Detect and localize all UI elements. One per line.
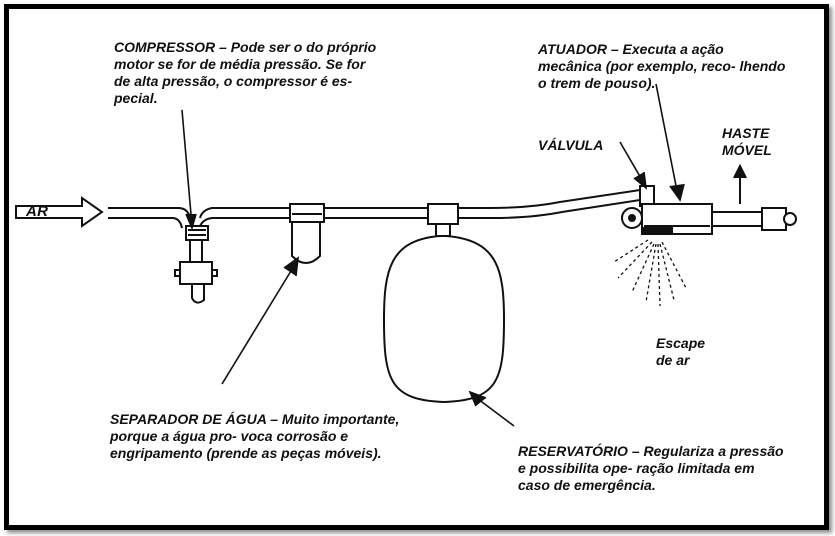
compressor-shape xyxy=(174,225,218,304)
separador-title: SEPARADOR DE ÁGUA xyxy=(110,411,267,427)
reservatorio-title: RESERVATÓRIO xyxy=(518,443,628,459)
label-reservatorio: RESERVATÓRIO – Regulariza a pressão e po… xyxy=(518,426,788,494)
water-separator-shape xyxy=(289,203,325,264)
label-escape: Escape de ar xyxy=(656,318,736,369)
atuador-text: – Executa a ação mecânica (por exemplo, … xyxy=(538,41,786,91)
label-separador: SEPARADOR DE ÁGUA – Muito importante, po… xyxy=(110,394,400,462)
actuator-shape xyxy=(621,163,797,235)
valvula-text: VÁLVULA xyxy=(538,137,604,153)
separador-text: – Muito importante, porque a água pro- v… xyxy=(110,411,400,461)
label-compressor: COMPRESSOR – Pode ser o do próprio motor… xyxy=(114,22,384,107)
diagram-frame xyxy=(4,4,829,530)
reservoir-shape xyxy=(382,203,506,404)
label-valvula: VÁLVULA xyxy=(538,120,603,154)
air-input-arrow xyxy=(15,196,104,228)
leader-valvula xyxy=(619,141,643,181)
escape-text: Escape de ar xyxy=(656,335,706,368)
label-haste: HASTE MÓVEL xyxy=(722,108,802,159)
leader-compressor xyxy=(181,109,193,227)
leader-atuador xyxy=(655,83,679,197)
compressor-title: COMPRESSOR xyxy=(114,39,216,55)
leader-separador xyxy=(221,265,295,385)
exhaust-spray xyxy=(613,239,687,307)
atuador-title: ATUADOR xyxy=(538,41,607,57)
label-atuador: ATUADOR – Executa a ação mecânica (por e… xyxy=(538,24,788,92)
ar-text: AR xyxy=(26,203,49,220)
reservatorio-text: – Regulariza a pressão e possibilita ope… xyxy=(518,443,784,493)
main-pipe xyxy=(108,207,191,229)
haste-text: HASTE MÓVEL xyxy=(722,125,772,158)
label-ar: AR xyxy=(26,186,48,220)
compressor-text: – Pode ser o do próprio motor se for de … xyxy=(114,39,377,106)
